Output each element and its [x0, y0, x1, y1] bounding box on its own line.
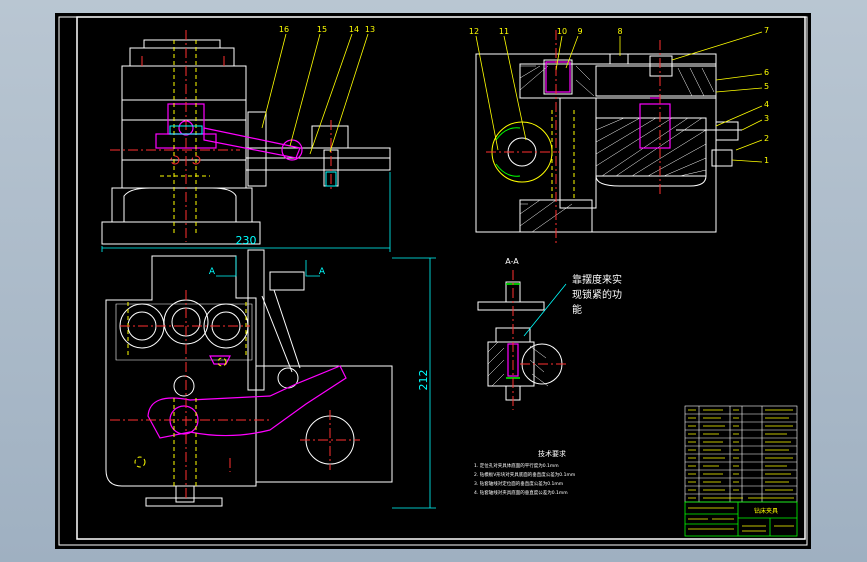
callout-5: 5 — [764, 82, 769, 91]
callout-7: 7 — [764, 26, 769, 35]
side-view-hatch — [519, 65, 715, 233]
tech-requirement-4: 4. 钻套轴线对夹具底面的垂直度公差为0.1mm — [474, 489, 568, 496]
width-dimension-line — [101, 172, 391, 252]
width-dimension-label: 230 — [236, 234, 257, 247]
section-marker-left: A — [209, 267, 216, 277]
height-dimension-label: 212 — [417, 370, 430, 391]
section-marker-right: A — [319, 267, 326, 277]
section-aa-center — [512, 270, 566, 410]
plan-view-hidden — [127, 302, 247, 486]
front-view[interactable] — [101, 39, 391, 245]
callout-6: 6 — [764, 68, 769, 77]
callout-1: 1 — [764, 156, 769, 165]
parts-list-entries — [688, 409, 794, 499]
front-view-hidden — [160, 40, 210, 236]
callout-4: 4 — [764, 100, 769, 109]
callout-15: 15 — [317, 25, 327, 34]
front-view-center — [110, 30, 332, 242]
callout-11: 11 — [499, 27, 509, 36]
side-view[interactable] — [475, 53, 742, 233]
parts-list-table[interactable] — [684, 405, 798, 503]
section-note-leader — [523, 283, 567, 337]
height-dimension-line — [392, 257, 436, 509]
side-view-highlight — [545, 61, 671, 149]
model-space-background — [55, 13, 811, 549]
callout-10: 10 — [557, 27, 567, 36]
callout-2: 2 — [764, 134, 769, 143]
side-view-center — [486, 30, 661, 246]
callout-16: 16 — [279, 25, 289, 34]
section-marker-lines — [216, 256, 320, 277]
callout-14: 14 — [349, 25, 359, 34]
callout-12: 12 — [469, 27, 479, 36]
section-aa-hatch — [487, 341, 549, 387]
plan-view-center — [110, 290, 360, 500]
tech-requirements-title: 技术要求 — [538, 449, 566, 458]
section-note-line-2: 现锁紧的功 — [572, 288, 622, 301]
callout-leaders-front — [261, 33, 369, 155]
tech-requirement-2: 2. 钻模板V形块对夹具底面的垂直度公差为0.1mm — [474, 471, 575, 478]
callout-13: 13 — [365, 25, 375, 34]
inner-frame — [76, 16, 806, 540]
section-note-line-1: 靠摆度来实 — [572, 273, 622, 286]
callout-3: 3 — [764, 114, 769, 123]
side-view-green — [495, 127, 521, 177]
tech-requirement-3: 3. 钻套轴线对定位面的垂直度公差为0.1mm — [474, 480, 563, 487]
title-block-caption: 钻床夹具 — [754, 507, 778, 515]
tech-requirement-1: 1. 定位孔对夹具体底面的平行度为0.1mm — [474, 462, 559, 469]
callout-9: 9 — [577, 27, 582, 36]
front-view-cyan — [169, 125, 337, 187]
title-block[interactable] — [684, 501, 798, 537]
callout-leaders-side — [475, 31, 763, 163]
callout-8: 8 — [617, 27, 622, 36]
section-note-line-3: 能 — [572, 303, 582, 316]
section-view-title: A-A — [505, 257, 519, 266]
